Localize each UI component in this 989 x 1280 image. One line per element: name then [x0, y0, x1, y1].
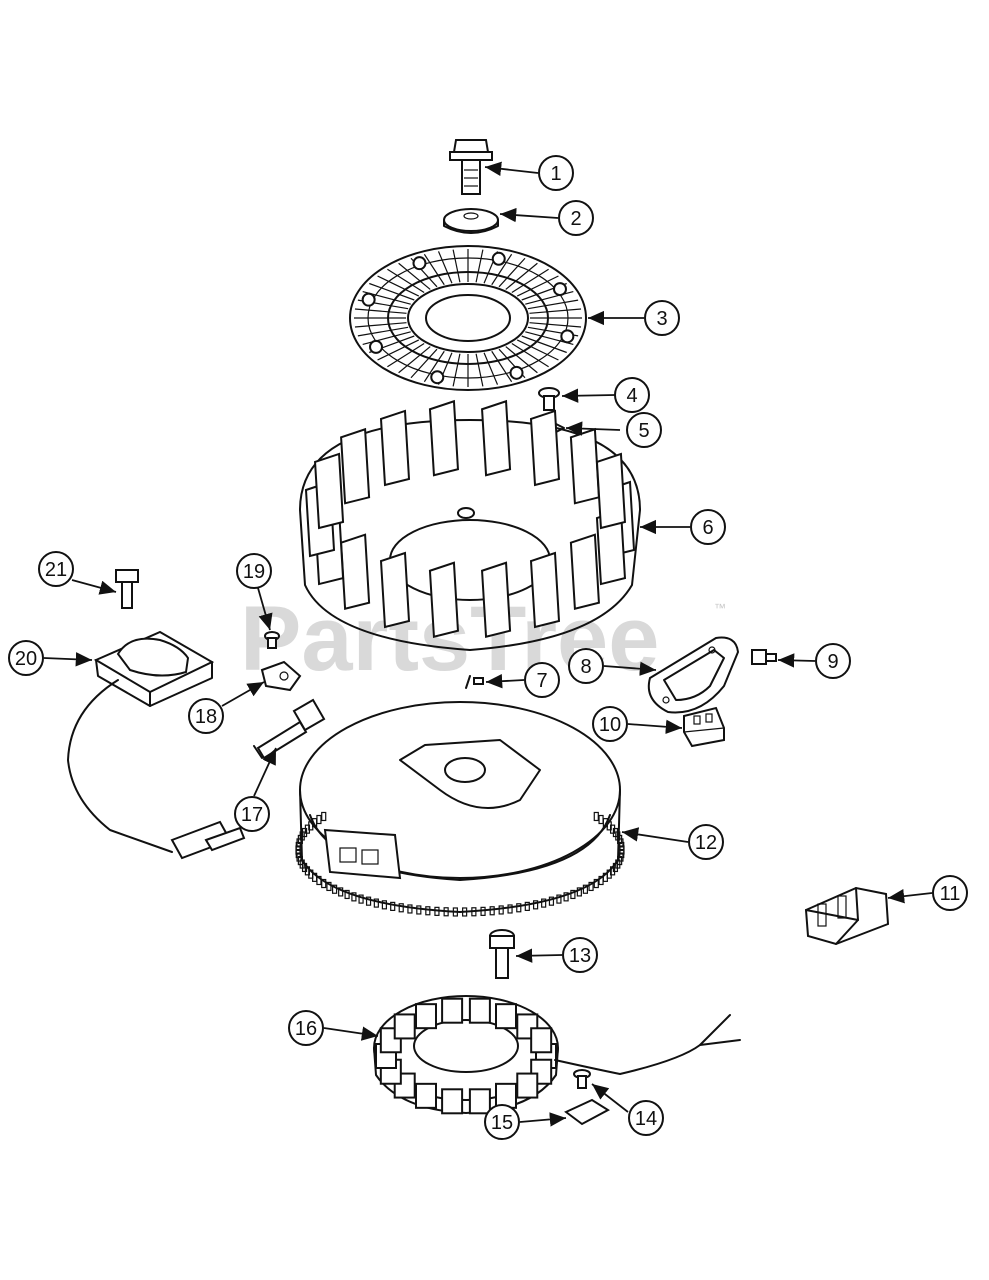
svg-text:21: 21: [45, 559, 67, 581]
svg-text:1: 1: [550, 163, 561, 185]
svg-text:6: 6: [702, 517, 713, 539]
callout-4: 4: [614, 377, 650, 413]
part-4-screw: [538, 387, 560, 411]
part-21-bolt: [115, 569, 139, 609]
part-8-gasket: [647, 636, 740, 714]
callout-12: 12: [688, 824, 724, 860]
part-10-rectifier: [683, 706, 725, 748]
svg-text:15: 15: [491, 1112, 513, 1134]
svg-text:3: 3: [656, 308, 667, 330]
callout-16: 16: [288, 1010, 324, 1046]
part-9-screw: [751, 649, 777, 665]
callout-2: 2: [558, 200, 594, 236]
callout-19: 19: [236, 553, 272, 589]
part-13-bolt: [489, 929, 515, 979]
svg-text:12: 12: [695, 832, 717, 854]
part-11-connector: [804, 886, 890, 946]
callout-15: 15: [484, 1104, 520, 1140]
svg-text:17: 17: [241, 804, 263, 826]
svg-text:18: 18: [195, 706, 217, 728]
part-18-terminal: [260, 660, 302, 692]
watermark-trademark: ™: [714, 601, 726, 615]
svg-text:9: 9: [827, 651, 838, 673]
part-17-spark-plug: [253, 698, 326, 760]
svg-text:13: 13: [569, 945, 591, 967]
part-12-flywheel: [295, 701, 625, 917]
callout-8: 8: [568, 648, 604, 684]
svg-text:2: 2: [570, 208, 581, 230]
svg-text:16: 16: [295, 1018, 317, 1040]
callout-14: 14: [628, 1100, 664, 1136]
svg-text:4: 4: [626, 385, 637, 407]
part-3-fan-plate: [349, 245, 587, 391]
part-15-clamp: [564, 1098, 610, 1126]
svg-text:7: 7: [536, 670, 547, 692]
callout-18: 18: [188, 698, 224, 734]
svg-text:11: 11: [940, 883, 961, 905]
part-16-stator: [373, 995, 741, 1115]
callout-11: 11: [932, 875, 968, 911]
callout-17: 17: [234, 796, 270, 832]
callout-9: 9: [815, 643, 851, 679]
svg-text:20: 20: [15, 648, 37, 670]
svg-text:5: 5: [638, 420, 649, 442]
part-2-washer: [443, 208, 499, 234]
svg-text:19: 19: [243, 561, 265, 583]
part-1-bolt: [449, 139, 493, 195]
callout-7: 7: [524, 662, 560, 698]
part-7-key: [465, 675, 484, 689]
part-6-fan: [299, 399, 641, 651]
part-14-screw: [573, 1069, 591, 1089]
callout-13: 13: [562, 937, 598, 973]
callout-21: 21: [38, 551, 74, 587]
callout-6: 6: [690, 509, 726, 545]
svg-text:8: 8: [580, 656, 591, 678]
leader-lines: [43, 161, 933, 1127]
part-20-ignition-coil: [67, 630, 246, 860]
callout-3: 3: [644, 300, 680, 336]
callout-10: 10: [592, 706, 628, 742]
callout-20: 20: [8, 640, 44, 676]
svg-text:10: 10: [599, 714, 621, 736]
part-19-screw: [264, 631, 280, 649]
callout-5: 5: [626, 412, 662, 448]
svg-text:14: 14: [635, 1108, 657, 1130]
callout-1: 1: [538, 155, 574, 191]
